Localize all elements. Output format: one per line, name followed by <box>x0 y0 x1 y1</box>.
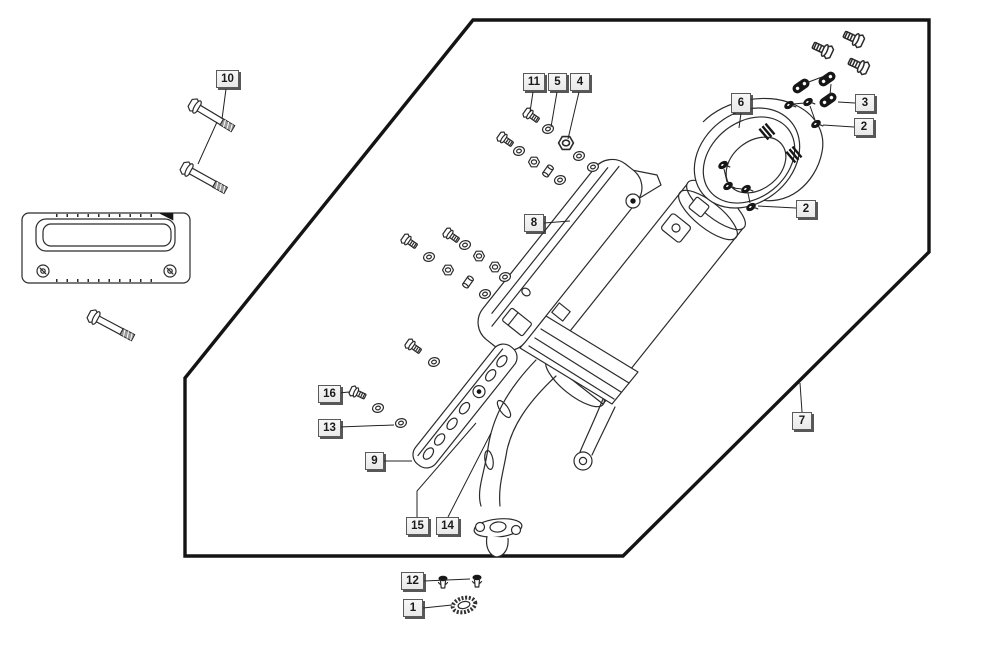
screw-16-and-washers <box>347 384 409 430</box>
push-clips <box>437 574 483 589</box>
retainer-plates <box>790 69 839 110</box>
callout-8[interactable]: 8 <box>524 214 544 232</box>
support-arm <box>573 398 616 471</box>
end-cap <box>693 97 824 209</box>
callout-5[interactable]: 5 <box>548 73 567 91</box>
callout-13[interactable]: 13 <box>318 419 341 437</box>
plate-bolt <box>85 307 137 345</box>
callout-14[interactable]: 14 <box>436 517 459 535</box>
heat-shield <box>477 158 662 352</box>
callout-3[interactable]: 3 <box>855 94 875 112</box>
hexagon-border <box>183 18 931 558</box>
callout-6[interactable]: 6 <box>731 93 751 113</box>
callout-9[interactable]: 9 <box>365 452 384 470</box>
shield-bolt-lower <box>178 159 230 198</box>
fastener-cluster-upper <box>495 106 601 187</box>
callout-10[interactable]: 10 <box>216 70 239 88</box>
perforated-bracket <box>412 343 518 469</box>
callout-12[interactable]: 12 <box>401 572 424 590</box>
callout-15[interactable]: 15 <box>406 517 429 535</box>
leader-lines <box>197 88 856 609</box>
exhaust-gasket <box>450 595 478 615</box>
rubber-buffers <box>716 95 824 215</box>
callout-7[interactable]: 7 <box>792 412 812 430</box>
mounting-plate <box>21 212 191 284</box>
callout-16[interactable]: 16 <box>318 385 341 403</box>
fastener-cluster-top-right <box>809 27 872 77</box>
callout-2b[interactable]: 2 <box>796 200 816 218</box>
exhaust-pipe <box>473 359 557 558</box>
callout-4[interactable]: 4 <box>570 73 590 91</box>
callout-2[interactable]: 2 <box>854 118 874 136</box>
callout-11[interactable]: 11 <box>523 73 545 91</box>
catalyst-box <box>519 302 639 405</box>
callout-1[interactable]: 1 <box>403 599 423 617</box>
shield-bolt-upper <box>185 96 238 136</box>
